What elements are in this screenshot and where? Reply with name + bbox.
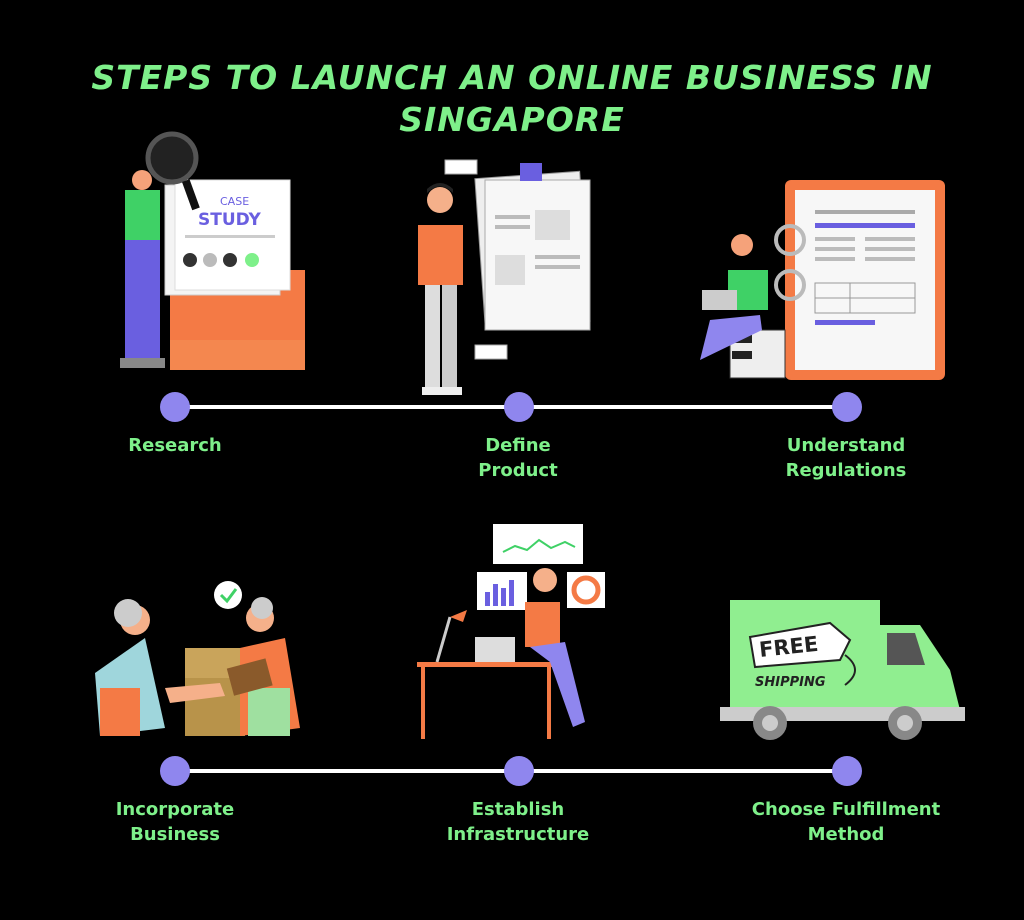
step-label-line: Define: [485, 435, 551, 456]
incorporate-illustration: [95, 581, 300, 736]
step-marker-research: [160, 392, 190, 422]
define-product-illustration: [418, 159, 591, 395]
step-marker-infrastructure: [504, 756, 534, 786]
step-label-regulations: Understand Regulations: [736, 433, 956, 483]
truck-shipping-text: SHIPPING: [755, 675, 826, 690]
step-label-research: Research: [65, 433, 285, 458]
step-label-line: Method: [807, 824, 885, 845]
step-label-line: Research: [128, 435, 222, 456]
regulations-illustration: [700, 180, 945, 380]
step-label-line: Choose Fulfillment: [751, 799, 941, 820]
step-label-line: Incorporate: [115, 799, 235, 820]
case-study-text-2: STUDY: [198, 210, 262, 230]
step-label-line: Establish: [471, 799, 565, 820]
step-label-line: Regulations: [785, 460, 907, 481]
step-label-fulfillment: Choose Fulfillment Method: [736, 797, 956, 847]
infrastructure-illustration: [417, 524, 605, 739]
case-study-text: CASE: [220, 195, 249, 208]
step-label-line: Business: [130, 824, 220, 845]
step-label-line: Product: [478, 460, 558, 481]
step-label-infrastructure: Establish Infrastructure: [408, 797, 628, 847]
step-marker-define-product: [504, 392, 534, 422]
step-marker-regulations: [832, 392, 862, 422]
step-label-define-product: Define Product: [408, 433, 628, 483]
step-marker-fulfillment: [832, 756, 862, 786]
step-label-incorporate: Incorporate Business: [65, 797, 285, 847]
step-label-line: Understand: [786, 435, 906, 456]
truck-illustration: FREE SHIPPING: [720, 600, 965, 740]
step-label-line: Infrastructure: [446, 824, 590, 845]
research-illustration: CASE STUDY: [120, 131, 305, 370]
page-title-line2: SINGAPORE: [399, 100, 625, 139]
page-title: STEPS TO LAUNCH AN ONLINE BUSINESS IN: [91, 58, 933, 97]
step-marker-incorporate: [160, 756, 190, 786]
